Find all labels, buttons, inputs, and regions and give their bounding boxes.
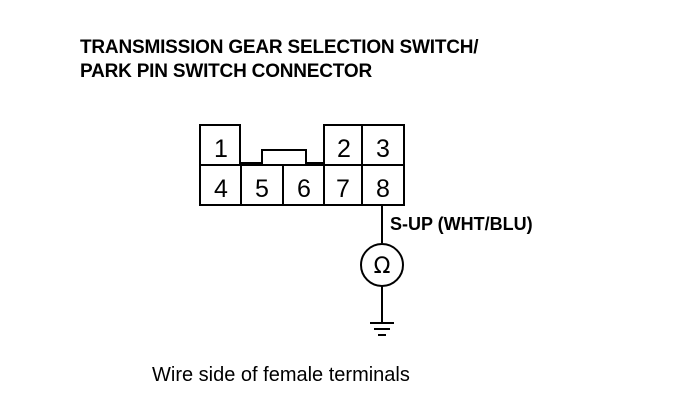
pin-label-4: 4 <box>214 175 228 203</box>
ohm-symbol: Ω <box>374 254 391 279</box>
pin-label-3: 3 <box>376 135 390 163</box>
title-line-1: TRANSMISSION GEAR SELECTION SWITCH/ <box>80 37 479 58</box>
diagram-caption: Wire side of female terminals <box>152 364 410 386</box>
ground-icon <box>370 322 394 336</box>
pin-label-7: 7 <box>336 175 350 203</box>
diagram-title: TRANSMISSION GEAR SELECTION SWITCH/ PARK… <box>80 36 479 84</box>
pin-label-2: 2 <box>337 135 351 163</box>
connector-outline <box>199 124 405 206</box>
pin-label-5: 5 <box>255 175 269 203</box>
pin-label-8: 8 <box>376 175 390 203</box>
wire-label: S-UP (WHT/BLU) <box>390 214 533 234</box>
pin-label-6: 6 <box>297 175 311 203</box>
pin-label-1: 1 <box>214 135 228 163</box>
title-line-2: PARK PIN SWITCH CONNECTOR <box>80 61 372 82</box>
